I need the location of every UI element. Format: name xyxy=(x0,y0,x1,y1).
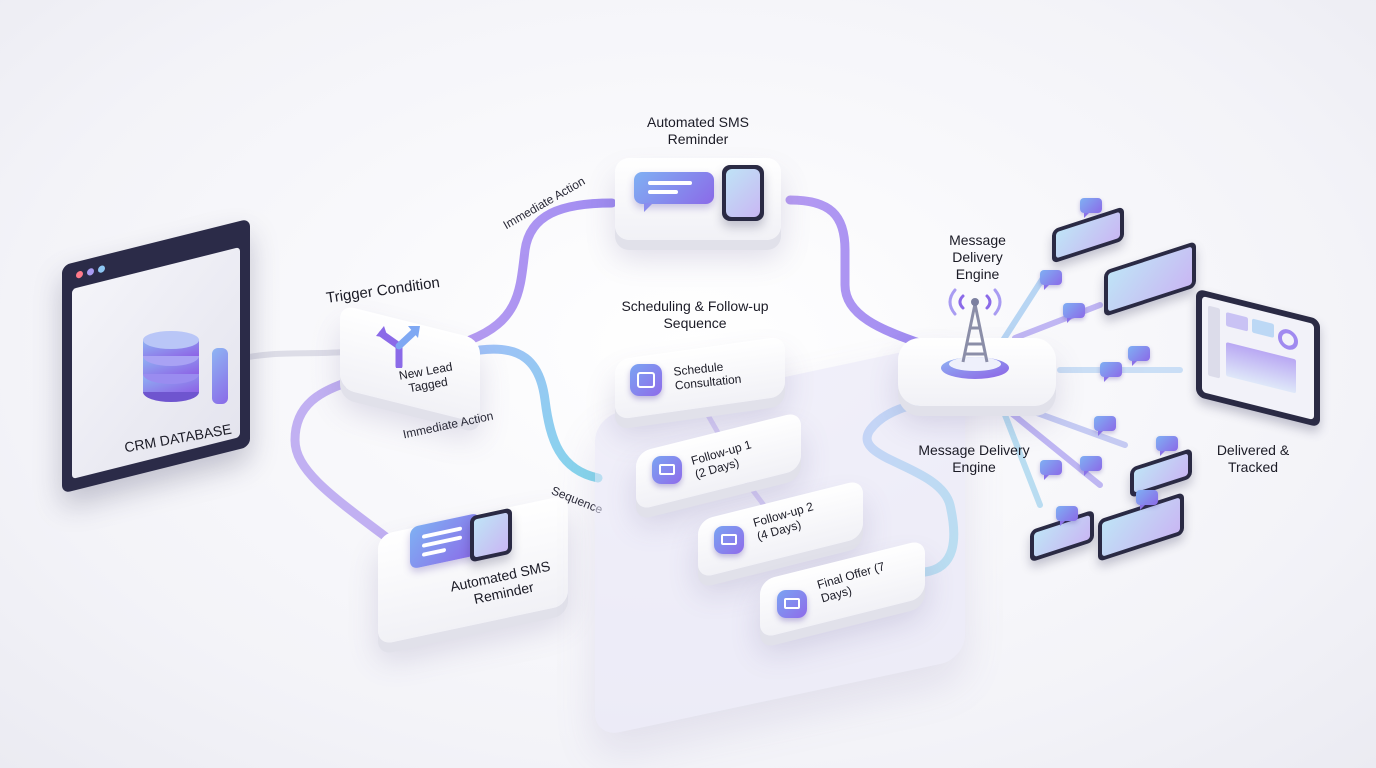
message-icon xyxy=(1080,198,1102,218)
ray-4 xyxy=(1012,402,1128,448)
message-icon xyxy=(1100,362,1122,382)
email-icon-2 xyxy=(714,526,744,554)
message-icon xyxy=(1156,436,1178,456)
message-icon xyxy=(1056,506,1078,526)
scheduling-title: Scheduling & Follow-up Sequence xyxy=(621,298,769,331)
window-dot-red xyxy=(76,270,83,279)
engine-title-top: Message Delivery Engine xyxy=(949,232,1006,282)
delivered-tracked-label: Delivered & Tracked xyxy=(1216,442,1290,475)
broadcast-tower-icon xyxy=(941,288,1009,379)
ray-6 xyxy=(1002,412,1043,508)
message-icon xyxy=(1040,460,1062,480)
crm-connector-port xyxy=(212,348,228,404)
smartphone-icon xyxy=(722,165,764,221)
message-icon xyxy=(1080,456,1102,476)
message-icon xyxy=(1063,303,1085,323)
ray-2 xyxy=(1012,302,1103,341)
window-dot-green xyxy=(98,264,105,274)
message-icon xyxy=(1128,346,1150,366)
engine-title-bottom: Message Delivery Engine xyxy=(918,442,1030,475)
window-dot-yellow xyxy=(87,267,94,277)
chat-bubble-icon xyxy=(634,172,714,212)
phone-bottom-icon xyxy=(470,507,512,563)
message-icon xyxy=(1136,490,1158,510)
email-icon-3 xyxy=(777,590,807,618)
calendar-icon xyxy=(630,364,662,396)
path-trigger-to-sms-top xyxy=(465,198,617,345)
path-sms-top-to-engine xyxy=(785,195,930,350)
message-icon xyxy=(1094,416,1116,436)
ray-1 xyxy=(997,272,1048,348)
dashboard-screen xyxy=(1202,296,1314,420)
message-icon xyxy=(1040,270,1062,290)
database-icon xyxy=(143,331,199,402)
path-trigger-to-sequence xyxy=(475,344,603,483)
sms-top-title: Automated SMS Reminder xyxy=(647,114,749,147)
split-arrow-icon xyxy=(376,326,420,368)
email-icon-1 xyxy=(652,456,682,484)
path-trigger-to-sms-bottom xyxy=(290,375,395,545)
